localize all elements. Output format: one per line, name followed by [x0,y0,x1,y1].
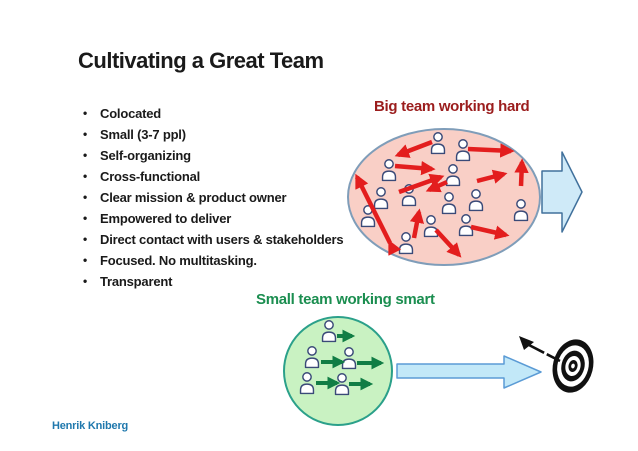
block-arrow-icon [541,151,583,233]
bullet-item: Small (3-7 ppl) [80,124,343,145]
chaotic-communication-arrow [514,158,529,187]
bullet-list: ColocatedSmall (3-7 ppl)Self-organizingC… [80,103,344,292]
chaotic-communication-arrow [476,169,508,184]
bullet-item: Colocated [80,103,343,124]
chaotic-communication-arrow [394,160,436,176]
author-credit: Henrik Kniberg [52,420,129,432]
bullet-item: Empowered to deliver [80,208,343,229]
bullet-item: Self-organizing [80,145,343,166]
dart-icon [519,336,561,363]
big-team-label: Big team working hard [374,98,530,115]
bullet-item: Clear mission & product owner [80,187,343,208]
chaotic-communication-arrow [470,224,510,240]
slide-title: Cultivating a Great Team [78,48,324,73]
chaotic-communication-arrow [467,143,515,158]
small-team-circle [283,316,393,426]
bullet-item: Direct contact with users & stakeholders [80,229,344,250]
bullet-item: Focused. No multitasking. [80,250,343,271]
chaotic-communication-arrow [394,139,433,158]
chaotic-communication-arrow [409,208,425,239]
chaotic-communication-arrow [354,173,402,256]
long-arrow-icon [396,355,542,389]
bullet-item: Transparent [80,271,343,292]
bullseye-target-icon [552,339,594,393]
chaotic-communication-arrow [434,228,462,258]
small-team-label: Small team working smart [256,291,435,308]
chaotic-communication-arrow [425,179,448,193]
bullet-item: Cross-functional [80,166,343,187]
